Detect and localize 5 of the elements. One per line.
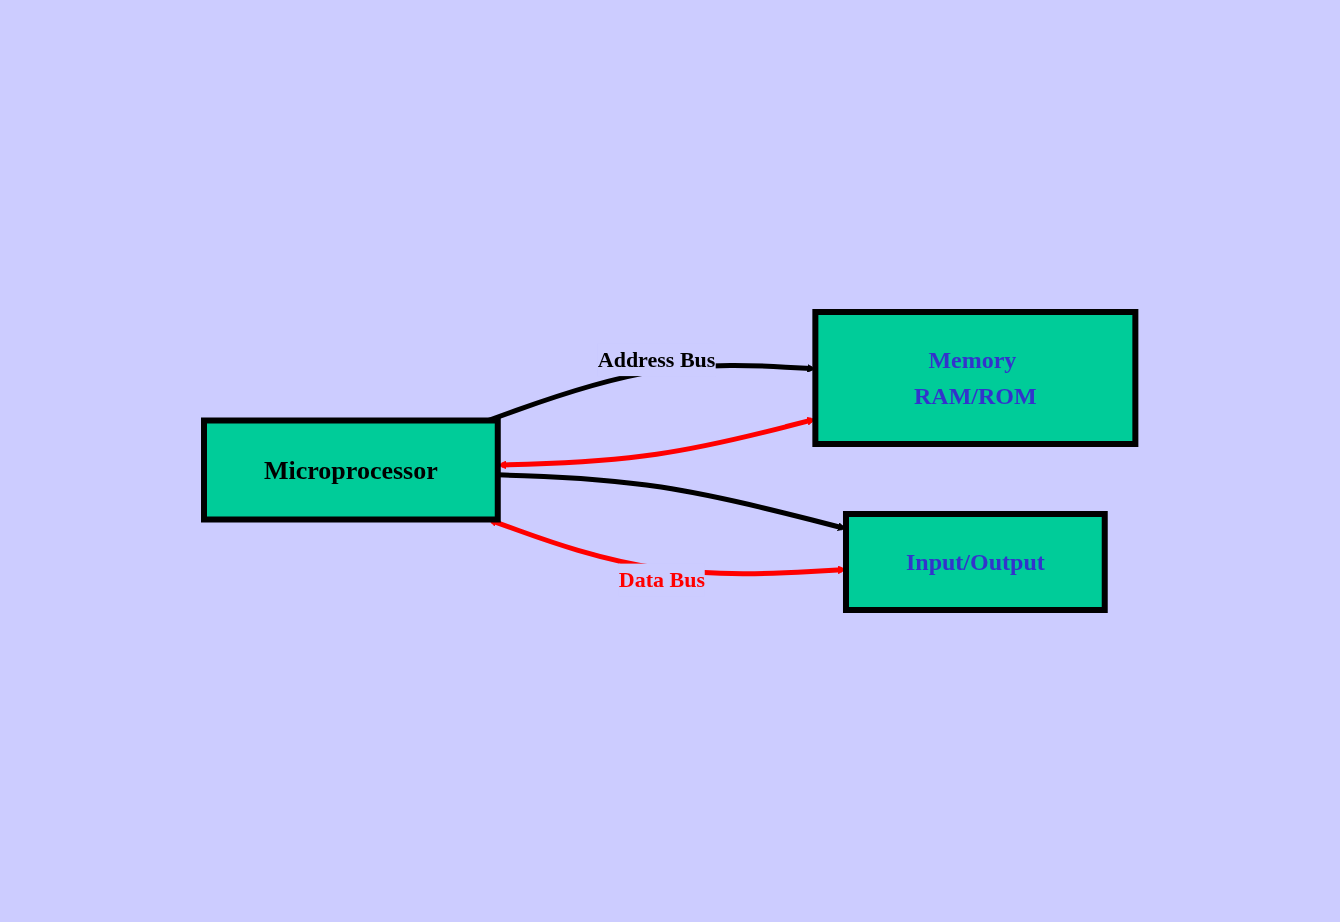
edge-label: Address Bus (598, 347, 716, 373)
node-box: Memory RAM/ROM (812, 309, 1139, 447)
node-box: Input/Output (843, 511, 1109, 613)
node-box: Microprocessor (201, 417, 502, 523)
edge-label: Data Bus (619, 567, 706, 593)
